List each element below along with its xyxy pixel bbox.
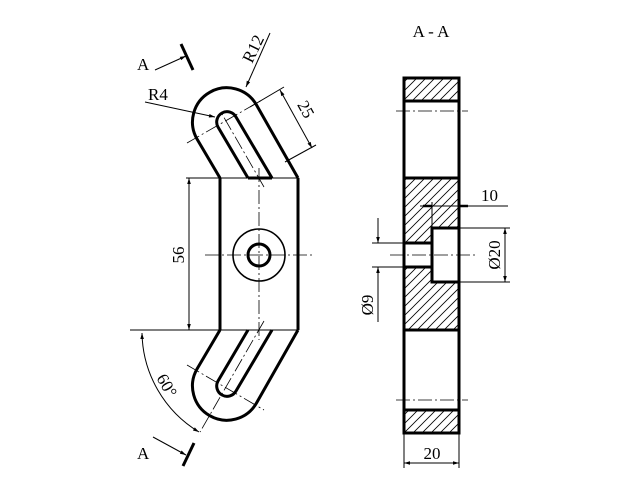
upper-arm-outline: [190, 86, 300, 179]
section-cut-top: [179, 43, 195, 71]
dim-d20-label: Ø20: [485, 240, 504, 269]
lower-arm-axis: [199, 320, 265, 433]
r12-label: R12: [239, 32, 269, 66]
section-outline: [402, 76, 461, 435]
section-title: A - A: [413, 22, 451, 41]
lower-slot: [215, 329, 274, 398]
upper-arm-axis: [221, 113, 265, 188]
dim-25-line: [279, 89, 313, 149]
dim-20-label: 20: [424, 444, 441, 463]
angle-60-label: 60°: [153, 371, 181, 401]
lower-arc-centerline: [186, 364, 265, 411]
r4-leader: [144, 101, 216, 118]
section-arrow-top: [154, 55, 187, 71]
hatch-bottom: [404, 410, 459, 433]
section-view: A - A 10 Ø20 Ø9 20: [358, 22, 510, 468]
section-arrow-bottom: [152, 436, 187, 456]
ext-line: [249, 86, 285, 108]
dim-10-label: 10: [481, 186, 498, 205]
boss-circle: [232, 228, 286, 282]
hole-circle: [246, 242, 272, 268]
dim-56-label: 56: [169, 247, 188, 264]
angle-60-arc: [140, 332, 200, 433]
upper-arc-centerline: [186, 99, 263, 144]
counterbore: [430, 226, 459, 284]
r4-label: R4: [148, 85, 168, 104]
front-view: 25 R12 R4 A 60° 56 A: [130, 32, 318, 467]
section-cut-bottom: [181, 442, 196, 467]
dim-d9-label: Ø9: [358, 295, 377, 316]
upper-slot: [215, 110, 274, 179]
section-marker-bottom: A: [137, 444, 150, 463]
r12-leader: [245, 32, 271, 88]
dim-25-label: 25: [293, 97, 318, 121]
section-marker-top: A: [137, 55, 150, 74]
hatch-top: [404, 78, 459, 101]
